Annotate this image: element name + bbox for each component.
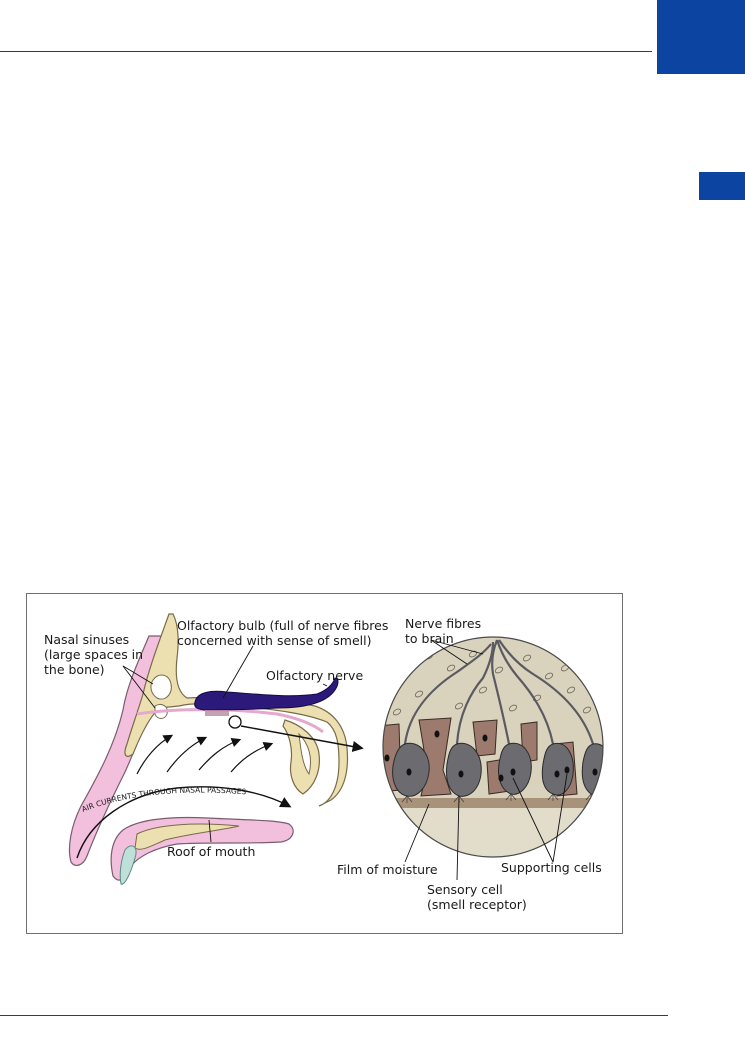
olfactory-illustration: AIR CURRENTS THROUGH NASAL PASSAGES: [68, 613, 604, 885]
label-nerve-fibres: Nerve fibres to brain: [405, 616, 482, 646]
label-roof-of-mouth: Roof of mouth: [167, 844, 256, 859]
olfactory-figure: AIR CURRENTS THROUGH NASAL PASSAGES: [26, 593, 623, 934]
label-olfactory-bulb: Olfactory bulb (full of nerve fibres con…: [177, 618, 389, 648]
label-sensory-cell: Sensory cell (smell receptor): [427, 882, 527, 912]
magnified-epithelium: [383, 637, 603, 857]
section-side-tab: [699, 172, 745, 200]
chapter-corner-tab: [657, 0, 745, 74]
label-olfactory-nerve: Olfactory nerve: [266, 668, 364, 683]
magnifier-outline: [382, 636, 604, 858]
label-nasal-sinuses: Nasal sinuses (large spaces in the bone): [44, 632, 144, 677]
right-leader-lines: [404, 639, 568, 881]
footer-rule: [0, 1015, 668, 1016]
header-rule: [0, 51, 652, 52]
label-film-of-moisture: Film of moisture: [337, 862, 438, 877]
label-supporting-cells: Supporting cells: [501, 860, 602, 875]
left-leader-lines: [122, 645, 328, 843]
nasal-cavity-diagram: [68, 613, 364, 885]
